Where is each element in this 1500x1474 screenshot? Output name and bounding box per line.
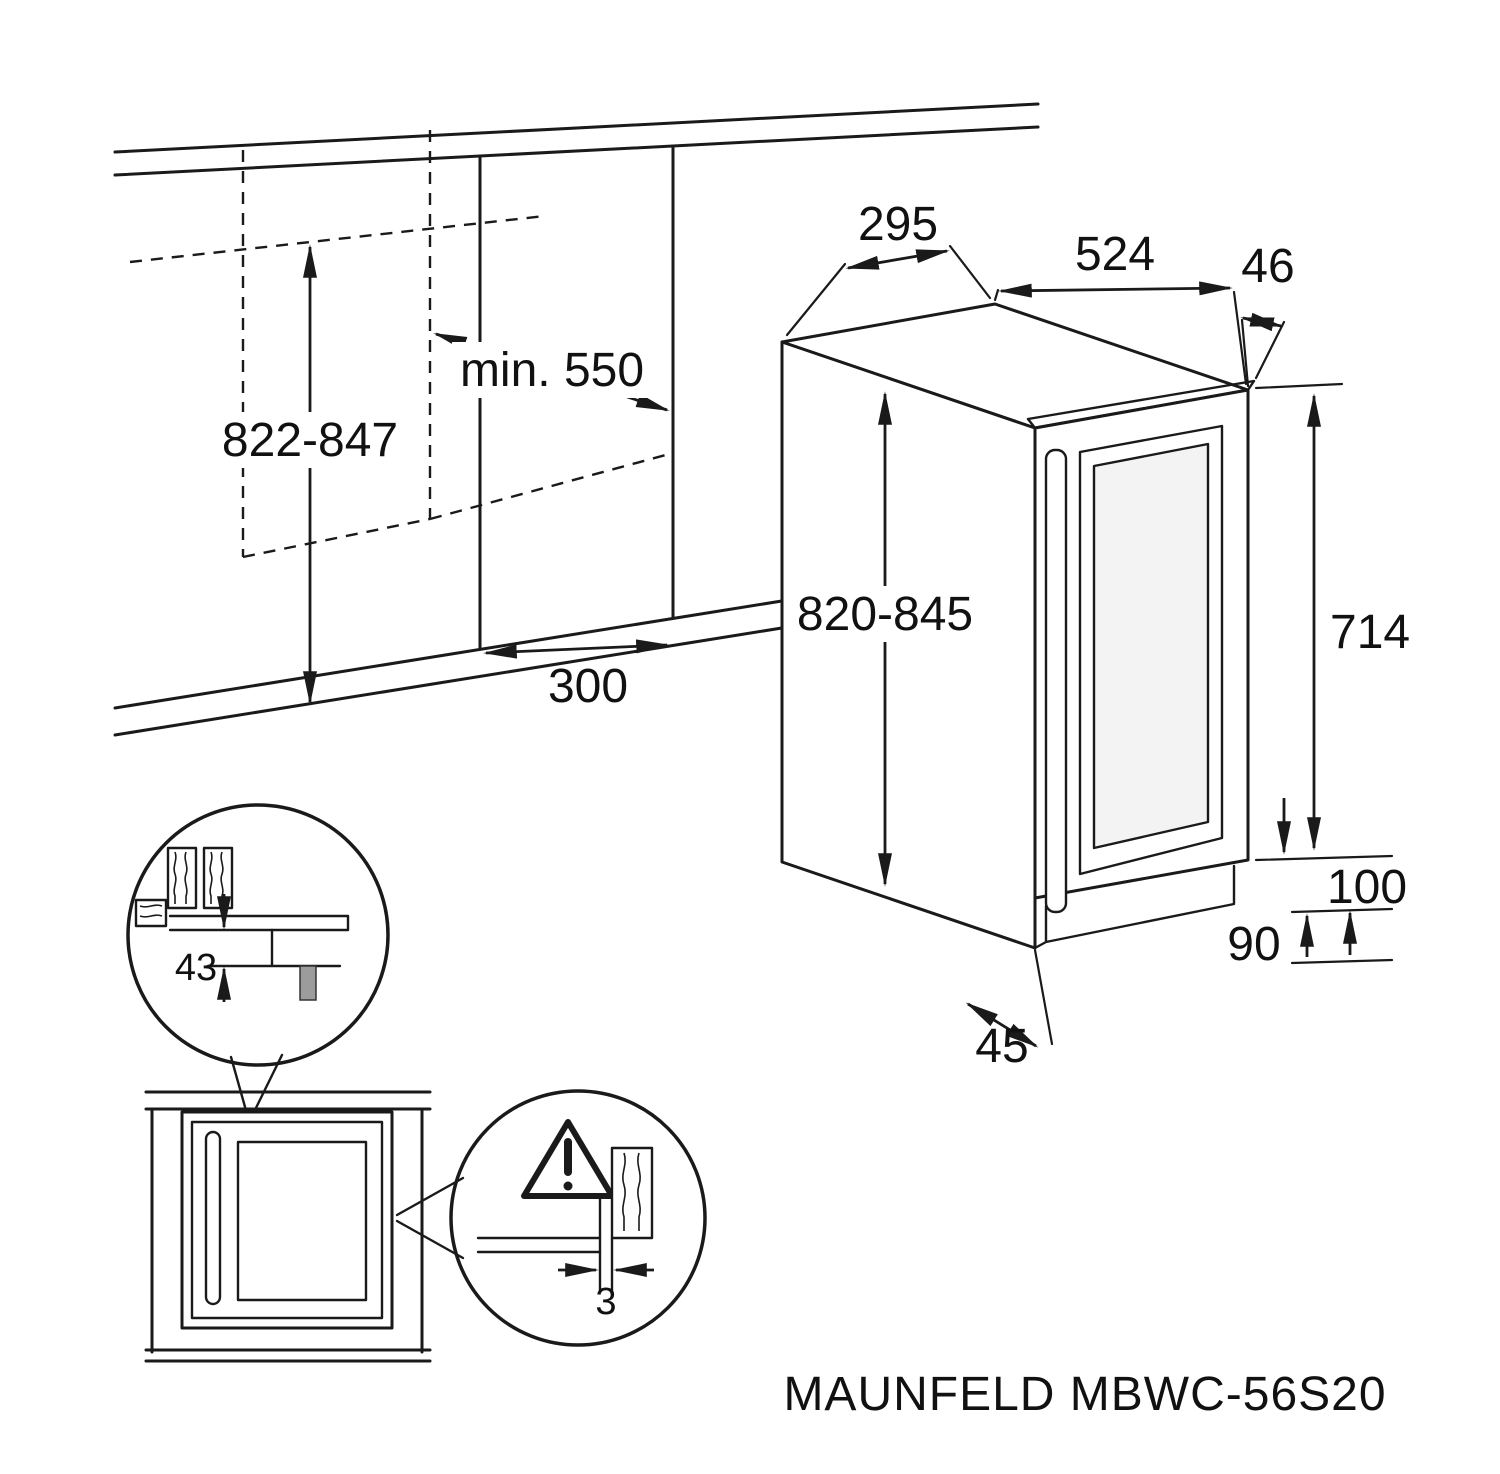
label-clearance-max: 100 xyxy=(1327,861,1407,914)
front-glass-outline xyxy=(236,1140,368,1302)
wood-section-1 xyxy=(166,846,198,910)
door-handle xyxy=(1044,448,1068,914)
wood-section-3 xyxy=(134,898,168,928)
label-door-height: 714 xyxy=(1330,606,1410,659)
gap-edge-lines xyxy=(598,1194,614,1294)
section-panel-lines xyxy=(168,914,350,932)
front-floor-lines xyxy=(144,1348,432,1363)
dim-niche-width: 300 xyxy=(483,639,670,713)
label-niche-height: 822-847 xyxy=(222,414,398,467)
counter-bottom-line xyxy=(113,125,1040,177)
gap-panel-lines xyxy=(476,1236,602,1254)
dim-niche-depth: min. 550 xyxy=(433,332,670,412)
dim-unit-height: 820-845 xyxy=(790,391,980,887)
hidden-bottom-left-edge xyxy=(242,517,431,559)
model-title: MAUNFELD MBWC-56S20 xyxy=(783,1368,1386,1421)
section-step-lines xyxy=(206,928,342,968)
wood-section-2 xyxy=(202,846,234,910)
dim-unit-top-depth: 524 xyxy=(993,228,1248,386)
label-niche-depth: min. 550 xyxy=(460,344,644,397)
front-view xyxy=(144,1090,432,1363)
detail-circle-gap-outline xyxy=(449,1089,707,1347)
detail-circle-top: 43 xyxy=(126,803,390,1116)
base-rail-bottom-line xyxy=(113,625,790,737)
dim-niche-height: 822-847 xyxy=(215,244,405,705)
label-unit-height: 820-845 xyxy=(797,588,973,641)
label-base-recess: 45 xyxy=(975,1020,1028,1073)
front-door-handle xyxy=(204,1130,222,1306)
callout-wedge-gap xyxy=(395,1176,465,1260)
counter-top-line xyxy=(113,102,1040,154)
hidden-top-back-edge xyxy=(129,214,546,264)
front-counter-lines xyxy=(144,1090,432,1111)
unit-side-face xyxy=(780,340,1037,950)
hidden-bottom-back-edge xyxy=(429,451,674,521)
detail-circle-gap: 3 xyxy=(395,1089,707,1347)
label-clearance-min: 90 xyxy=(1227,918,1280,971)
mounting-bracket xyxy=(299,965,317,1001)
label-door-thickness: 46 xyxy=(1241,240,1294,293)
callout-wedge-top xyxy=(229,1053,284,1116)
gap-wood-section xyxy=(610,1146,654,1240)
dim-bottom-clearance: 100 90 xyxy=(1227,798,1407,971)
label-detail-gap: 3 xyxy=(595,1281,616,1323)
warning-exclamation-dot xyxy=(563,1181,573,1191)
label-niche-width: 300 xyxy=(548,660,628,713)
dim-door-thickness: 46 xyxy=(1240,240,1295,388)
plinth-recess xyxy=(1033,864,1236,950)
door-glass-panel xyxy=(1092,442,1210,850)
label-detail-overlap: 43 xyxy=(175,947,217,989)
dim-unit-top-width: 295 xyxy=(785,198,992,337)
detail-circle-top-outline xyxy=(126,803,390,1067)
label-unit-top-width: 295 xyxy=(858,198,938,251)
door-top-strip xyxy=(1026,379,1256,430)
base-rail-top-line xyxy=(113,598,790,710)
dim-base-recess: 45 xyxy=(965,948,1054,1073)
label-unit-top-depth: 524 xyxy=(1075,228,1155,281)
wine-cooler-unit xyxy=(780,302,1256,950)
front-cabinet-walls xyxy=(150,1107,424,1354)
dim-door-height: 714 xyxy=(1254,382,1410,862)
